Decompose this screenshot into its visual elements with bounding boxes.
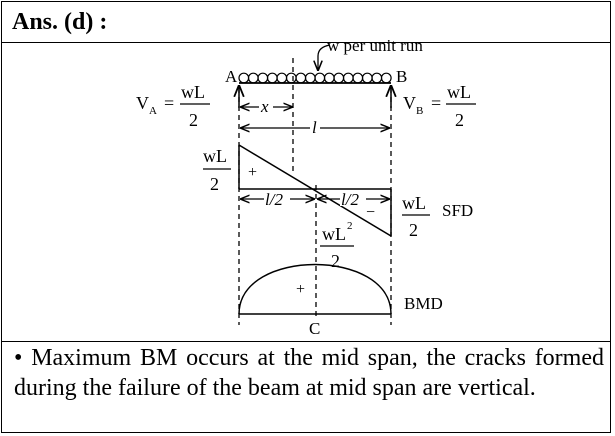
va-symbol: V xyxy=(136,93,149,113)
udl-loop xyxy=(276,72,288,84)
half-span-left-label: l/2 xyxy=(265,190,283,209)
dim-x-label: x xyxy=(260,97,269,116)
support-a-label: A xyxy=(225,67,238,86)
shear-force-diagram: + − wL 2 wL 2 SFD l/2 l/2 xyxy=(203,144,473,240)
udl-loop xyxy=(266,72,278,84)
vb-denominator: 2 xyxy=(455,110,464,130)
vb-equals: = xyxy=(431,93,441,113)
udl-loop xyxy=(361,72,373,84)
udl-loop xyxy=(323,72,335,84)
udl-loop xyxy=(257,72,269,84)
bending-moment-diagram: + wL 2 2 BMD C xyxy=(238,220,443,338)
half-span-right-label: l/2 xyxy=(341,190,359,209)
sfd-left-denominator: 2 xyxy=(210,174,219,194)
conclusion-paragraph: • Maximum BM occurs at the mid span, the… xyxy=(14,343,604,403)
beam-diagram: w per unit run A B V A = wL 2 V B = wL 2… xyxy=(136,36,476,338)
bmd-label: BMD xyxy=(404,294,443,313)
bmd-max-numerator: wL xyxy=(322,224,346,244)
dimension-x: x xyxy=(241,97,292,116)
sfd-plus-sign: + xyxy=(248,164,257,181)
reaction-a: V A = wL 2 xyxy=(136,82,239,130)
dimension-l: l xyxy=(241,118,389,137)
vb-subscript: B xyxy=(416,105,423,117)
load-label: w per unit run xyxy=(327,36,423,55)
sfd-label: SFD xyxy=(442,201,473,220)
udl-loop xyxy=(304,72,316,84)
sfd-line xyxy=(238,144,392,237)
vb-symbol: V xyxy=(403,93,416,113)
sfd-minus-sign: − xyxy=(366,204,375,221)
top-divider xyxy=(2,42,610,43)
dim-l-label: l xyxy=(312,118,317,137)
bmd-max-exponent: 2 xyxy=(347,220,353,232)
udl-loop xyxy=(247,72,259,84)
va-subscript: A xyxy=(149,105,157,117)
midpoint-c-label: C xyxy=(309,319,320,338)
sfd-right-denominator: 2 xyxy=(409,220,418,240)
bullet-icon: • xyxy=(14,345,23,371)
va-equals: = xyxy=(164,93,174,113)
sfd-right-numerator: wL xyxy=(402,193,426,213)
support-b-label: B xyxy=(396,67,407,86)
beam: w per unit run A B xyxy=(225,36,423,86)
udl-loop xyxy=(333,72,345,84)
bmd-plus-sign: + xyxy=(296,281,305,298)
udl-loop xyxy=(295,72,307,84)
udl-loop xyxy=(380,72,392,84)
reaction-b: V B = wL 2 xyxy=(391,82,476,130)
udl-loop xyxy=(371,72,383,84)
vb-numerator: wL xyxy=(447,82,471,102)
bmd-parabola xyxy=(238,263,392,315)
sfd-left-numerator: wL xyxy=(203,146,227,166)
answer-heading: Ans. (d) : xyxy=(12,9,108,35)
va-denominator: 2 xyxy=(189,110,198,130)
udl-loop xyxy=(238,72,250,84)
bottom-divider xyxy=(2,341,610,342)
udl-load-icon xyxy=(238,72,392,84)
va-numerator: wL xyxy=(181,82,205,102)
udl-loop xyxy=(314,72,326,84)
udl-loop xyxy=(285,72,297,84)
load-pointer-arrow xyxy=(318,44,331,70)
udl-loop xyxy=(352,72,364,84)
bmd-max-denominator: 2 xyxy=(331,251,340,271)
conclusion-text: Maximum BM occurs at the mid span, the c… xyxy=(14,345,604,401)
udl-loop xyxy=(342,72,354,84)
